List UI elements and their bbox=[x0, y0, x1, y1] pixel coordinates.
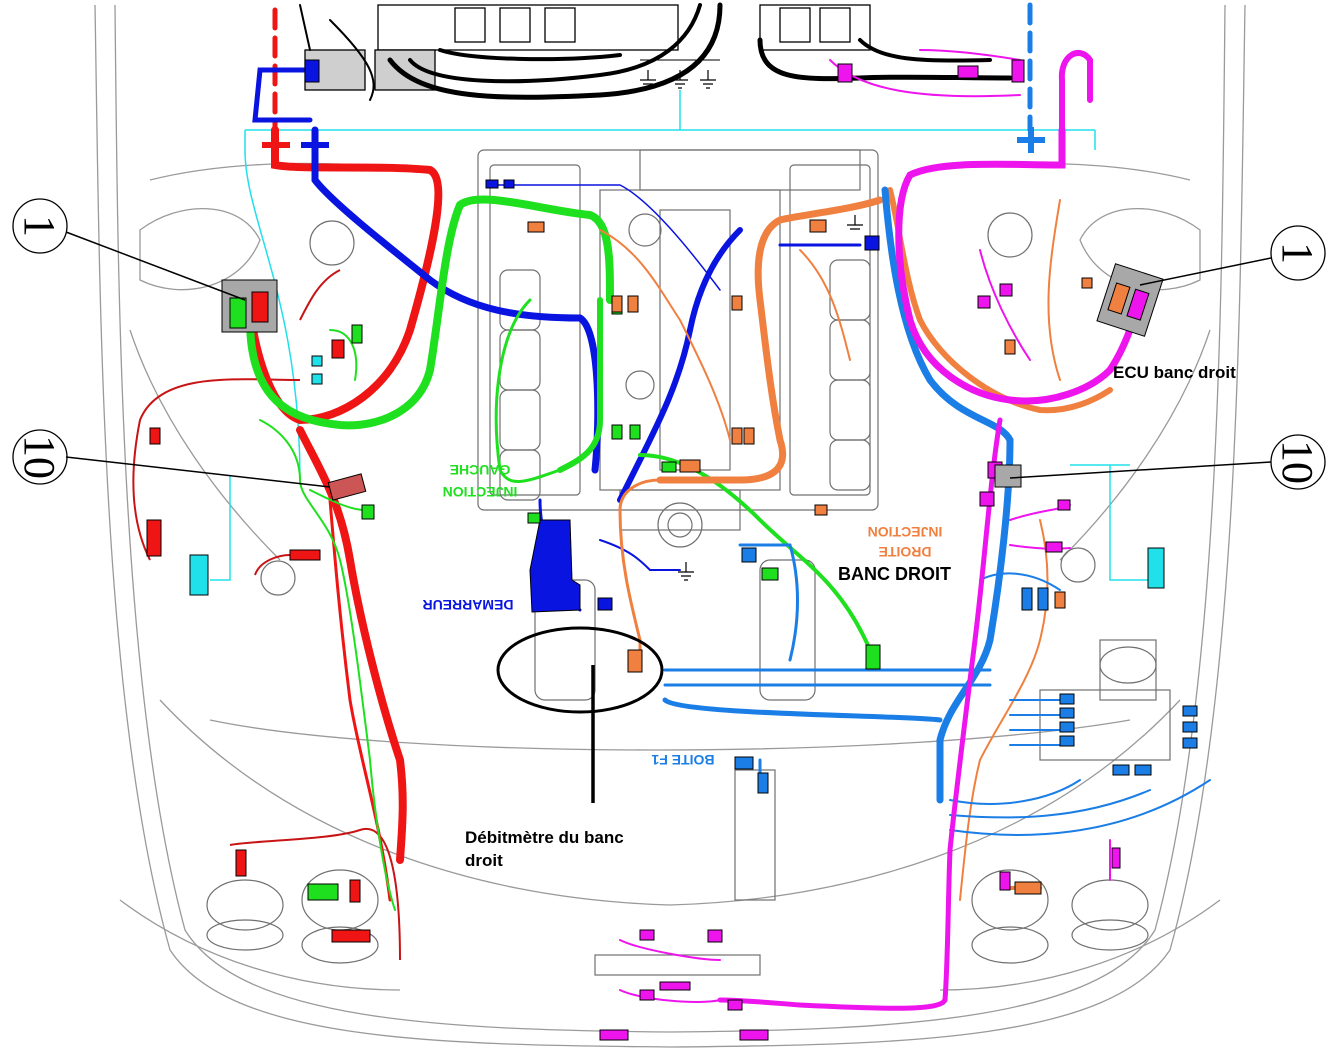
injection-gauche-label: GAUCHE INJECTION bbox=[443, 462, 518, 500]
ground-symbols bbox=[640, 70, 863, 581]
svg-text:INJECTION: INJECTION bbox=[868, 524, 943, 540]
red-plus-sign bbox=[262, 132, 290, 158]
svg-text:GAUCHE: GAUCHE bbox=[450, 462, 511, 478]
callouts bbox=[12, 198, 1326, 490]
connectors bbox=[146, 59, 1198, 1041]
mass-airflow-highlight bbox=[496, 626, 664, 714]
svg-text:DROITE: DROITE bbox=[879, 544, 932, 560]
debitmetre-label-line2: droit bbox=[465, 851, 503, 870]
callout-right-10-label: 10 bbox=[1273, 440, 1322, 484]
orange-connector bbox=[1107, 282, 1131, 315]
magenta-connector bbox=[1126, 288, 1150, 321]
demarreur-label: DEMARREUR bbox=[423, 597, 514, 613]
blue-plus-sign bbox=[301, 132, 329, 158]
boite-f1-label: BOITE F1 bbox=[651, 752, 714, 768]
banc-droit-label: BANC DROIT bbox=[838, 564, 951, 584]
car-body-outline bbox=[94, 4, 1246, 1048]
green-connector bbox=[229, 297, 247, 329]
debitmetre-label-line1: Débitmètre du banc bbox=[465, 828, 624, 847]
orange-harness bbox=[599, 187, 1113, 901]
cyan-connector-right bbox=[1147, 547, 1165, 589]
relay-box-right bbox=[1096, 263, 1164, 337]
black-harness bbox=[299, 2, 1013, 101]
svg-text:INJECTION: INJECTION bbox=[443, 484, 518, 500]
lightblue-plus-sign bbox=[1017, 127, 1045, 153]
callout-right-1-label: 1 bbox=[1273, 242, 1322, 264]
callout-left-10-label: 10 bbox=[15, 435, 64, 479]
red-connector bbox=[251, 291, 269, 323]
darkred-harness bbox=[132, 269, 401, 961]
ecu-label: ECU banc droit bbox=[1113, 363, 1236, 382]
callout-right-1 bbox=[1270, 225, 1326, 281]
lightblue-harness bbox=[662, 2, 1211, 836]
cyan-connector-left bbox=[189, 554, 209, 596]
starter-motor bbox=[529, 519, 581, 613]
callout-left-1-label: 1 bbox=[15, 215, 64, 237]
connector-10-left bbox=[327, 473, 367, 501]
callout-left-1 bbox=[12, 198, 68, 254]
connector-10-right bbox=[994, 464, 1022, 488]
injection-droite-label: INJECTION DROITE bbox=[868, 524, 943, 560]
